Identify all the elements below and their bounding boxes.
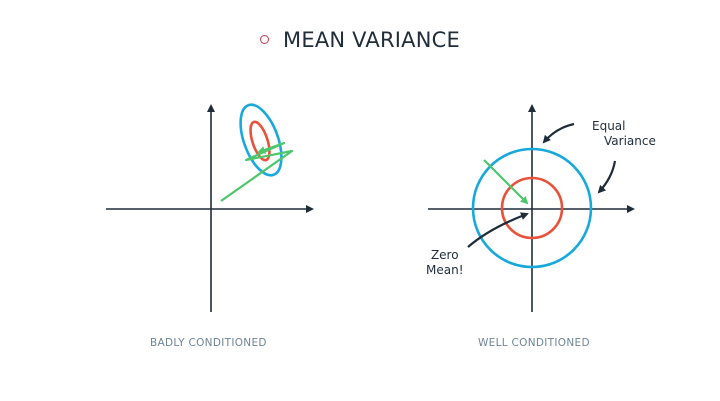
title-text: MEAN VARIANCE — [283, 28, 460, 52]
equal-variance-line2: Variance — [604, 134, 656, 148]
left-caption: BADLY CONDITIONED — [150, 337, 267, 349]
left-panel — [106, 103, 314, 312]
page-title: MEAN VARIANCE — [0, 28, 720, 52]
left-outer-contour — [239, 103, 283, 177]
right-panel — [428, 104, 635, 312]
zero-mean-arrow — [467, 212, 529, 248]
right-caption: WELL CONDITIONED — [478, 337, 590, 349]
right-optimization-path — [483, 159, 529, 205]
bullet-circle-icon — [260, 34, 270, 44]
left-optimization-path — [220, 141, 294, 202]
zero-mean-label: Zero Mean! — [426, 248, 464, 278]
equal-variance-arrow-bottom — [597, 160, 617, 194]
equal-variance-line1: Equal — [592, 119, 626, 133]
left-inner-contour — [249, 120, 271, 162]
zero-mean-line2: Mean! — [426, 263, 464, 277]
right-inner-contour — [500, 176, 564, 240]
equal-variance-arrow-top — [542, 122, 575, 144]
right-outer-contour — [471, 147, 593, 269]
equal-variance-label: Equal Variance — [592, 119, 656, 149]
zero-mean-line1: Zero — [430, 248, 459, 262]
